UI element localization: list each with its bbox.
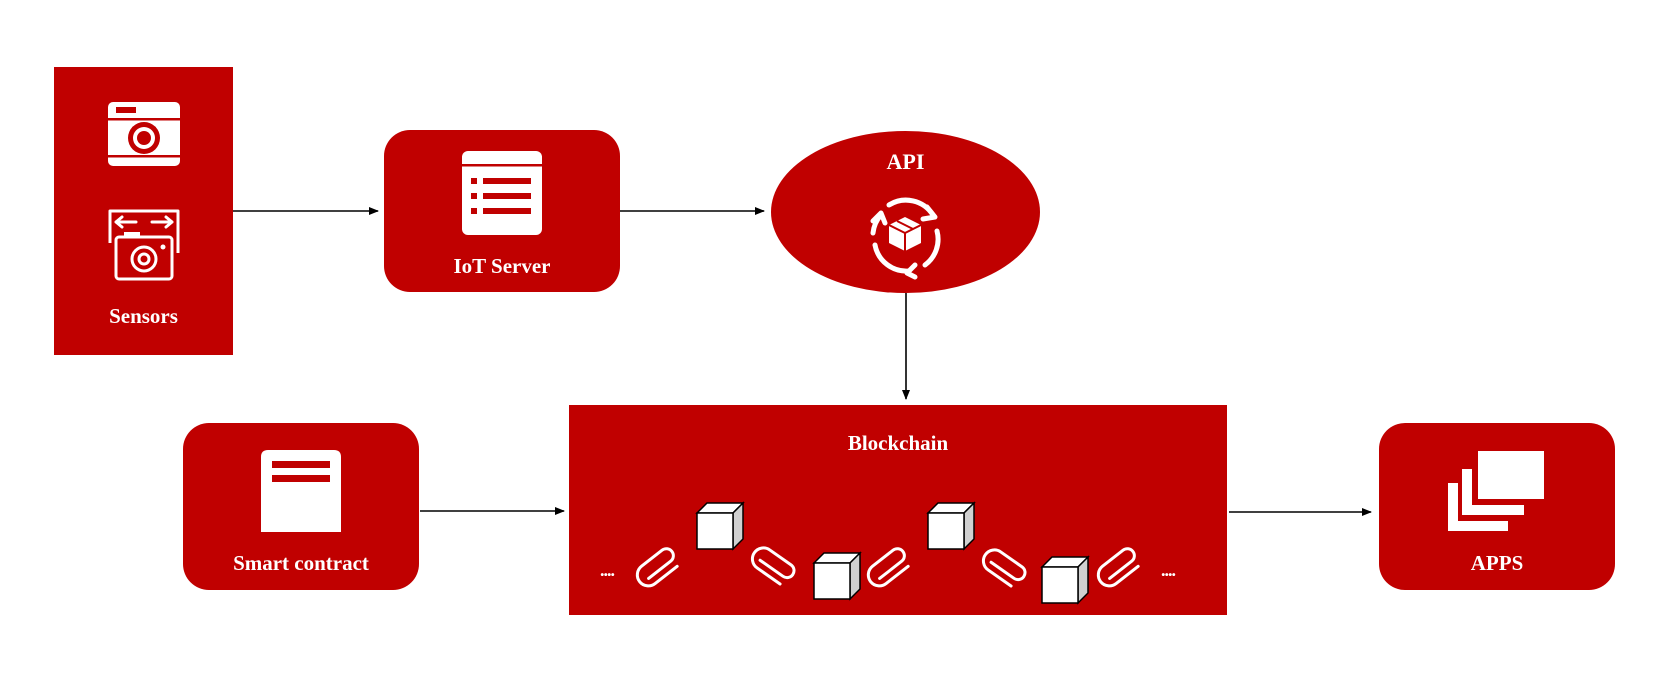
block-cube-icon [695, 501, 745, 551]
blockchain-node: Blockchain .... .... [569, 405, 1227, 615]
smart-contract-label: Smart contract [233, 551, 369, 575]
stacked-windows-icon [1448, 451, 1544, 531]
block-cube-icon [926, 501, 976, 551]
chain-ellipsis-left: .... [600, 560, 615, 580]
panorama-camera-icon [108, 209, 180, 281]
chain-ellipsis-right: .... [1161, 560, 1176, 580]
document-icon [261, 450, 341, 532]
camera-icon [108, 102, 180, 166]
smart-contract-node: Smart contract [183, 423, 419, 590]
paperclip-link-icon [635, 547, 679, 588]
paperclip-link-icon [981, 548, 1027, 588]
api-label: API [886, 149, 925, 174]
iot-server-label: IoT Server [453, 254, 551, 278]
sensors-label: Sensors [109, 304, 178, 328]
block-cube-icon [812, 551, 862, 601]
apps-label: APPS [1470, 551, 1524, 575]
blockchain-label: Blockchain [847, 431, 949, 455]
server-list-icon [462, 151, 542, 235]
sensors-node: Sensors [54, 67, 233, 355]
iot-server-node: IoT Server [384, 130, 620, 292]
api-node: API [771, 131, 1040, 293]
cycle-package-icon [870, 197, 941, 280]
paperclip-link-icon [866, 547, 910, 588]
paperclip-link-icon [1096, 547, 1140, 588]
block-cube-icon [1040, 555, 1090, 605]
apps-node: APPS [1379, 423, 1615, 590]
paperclip-link-icon [750, 546, 796, 586]
